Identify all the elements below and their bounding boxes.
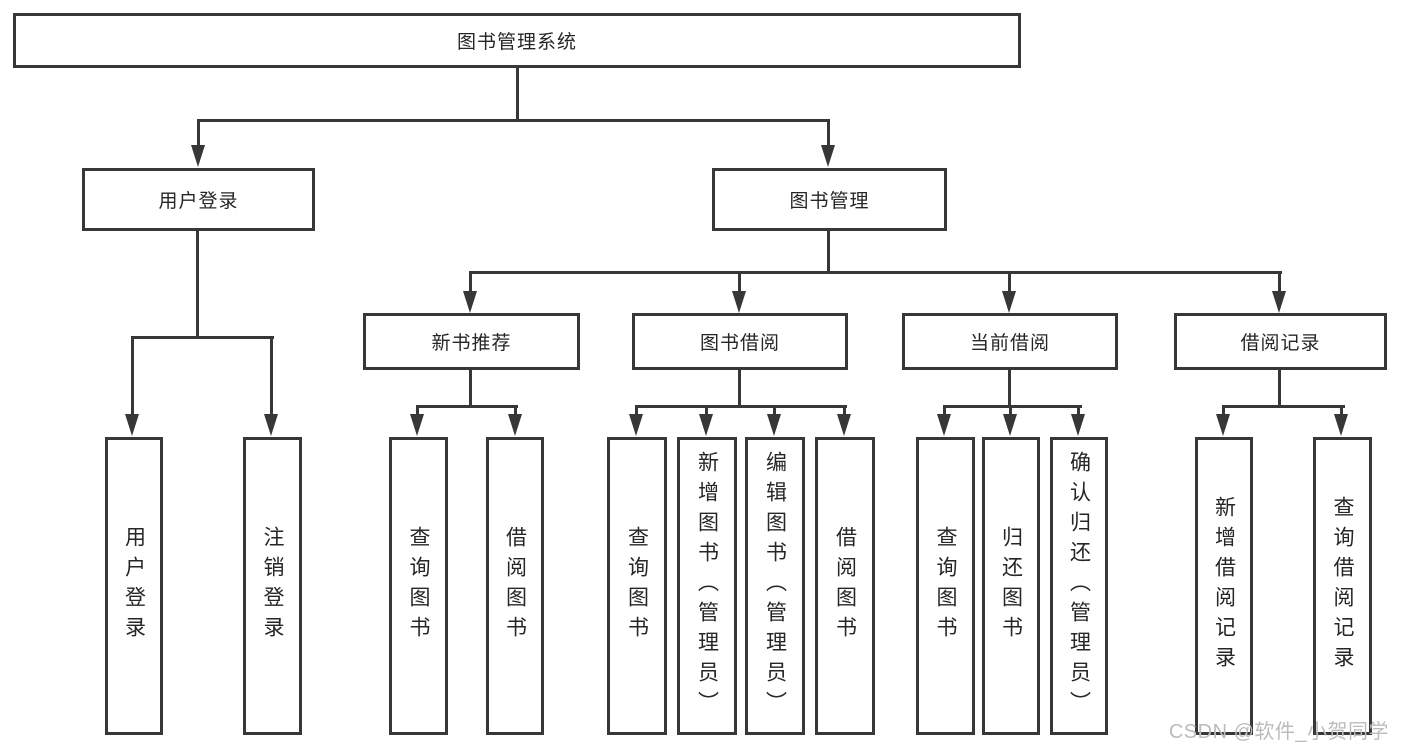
node-book-management: 图书管理: [712, 168, 947, 231]
leaf-label: 注销登录: [261, 526, 284, 646]
leaf-query-books-3: 查询图书: [916, 437, 975, 735]
arrowhead-down-icon: [508, 414, 522, 436]
arrowhead-down-icon: [125, 414, 139, 436]
node-borrow-records: 借阅记录: [1174, 313, 1387, 370]
leaf-label: 新增图书（管理员）: [695, 451, 719, 721]
connector-line: [1340, 405, 1343, 420]
connector-line: [270, 336, 273, 420]
connector-line: [1009, 405, 1012, 420]
connector-line: [1222, 405, 1225, 420]
connector-line: [827, 231, 830, 274]
connector-line: [943, 405, 1082, 408]
leaf-label: 查询图书: [934, 526, 957, 646]
leaf-borrow-books-2: 借阅图书: [815, 437, 875, 735]
leaf-label: 借阅图书: [833, 526, 857, 646]
connector-line: [1008, 370, 1011, 408]
connector-line: [131, 336, 274, 339]
leaf-label: 归还图书: [999, 526, 1023, 646]
connector-line: [417, 405, 518, 408]
node-current-borrow: 当前借阅: [902, 313, 1118, 370]
connector-line: [773, 405, 776, 420]
node-new-book-recommend: 新书推荐: [363, 313, 580, 370]
arrowhead-down-icon: [937, 414, 951, 436]
connector-line: [843, 405, 846, 420]
connector-line: [197, 119, 830, 122]
connector-line: [516, 68, 519, 122]
node-library-management-system: 图书管理系统: [13, 13, 1021, 68]
arrowhead-down-icon: [1071, 414, 1085, 436]
arrowhead-down-icon: [767, 414, 781, 436]
connector-line: [635, 405, 847, 408]
leaf-query-books-2: 查询图书: [607, 437, 667, 735]
leaf-label: 确认归还（管理员）: [1067, 451, 1091, 721]
connector-line: [635, 405, 638, 420]
leaf-add-books-admin: 新增图书（管理员）: [677, 437, 737, 735]
arrowhead-down-icon: [1003, 414, 1017, 436]
leaf-label: 编辑图书（管理员）: [763, 451, 787, 721]
leaf-query-borrow-record: 查询借阅记录: [1313, 437, 1372, 735]
connector-line: [469, 271, 1282, 274]
connector-line: [197, 119, 200, 150]
connector-line: [196, 231, 199, 336]
leaf-label: 用户登录: [122, 526, 146, 646]
arrowhead-down-icon: [191, 145, 205, 167]
leaf-confirm-return-admin: 确认归还（管理员）: [1050, 437, 1108, 735]
connector-line: [131, 336, 134, 420]
connector-line: [1077, 405, 1080, 420]
leaf-borrow-books-1: 借阅图书: [486, 437, 544, 735]
connector-line: [416, 405, 419, 420]
arrowhead-down-icon: [629, 414, 643, 436]
leaf-add-borrow-record: 新增借阅记录: [1195, 437, 1253, 735]
connector-line: [705, 405, 708, 420]
leaf-label: 借阅图书: [503, 526, 527, 646]
connector-line: [943, 405, 946, 420]
leaf-logout: 注销登录: [243, 437, 302, 735]
arrowhead-down-icon: [821, 145, 835, 167]
leaf-label: 查询图书: [407, 526, 430, 646]
watermark: CSDN @软件_小贺同学: [1168, 721, 1389, 743]
leaf-user-login: 用户登录: [105, 437, 163, 735]
arrowhead-down-icon: [264, 414, 278, 436]
connector-line: [1278, 370, 1281, 408]
arrowhead-down-icon: [699, 414, 713, 436]
connector-line: [738, 370, 741, 408]
node-user-login: 用户登录: [82, 168, 315, 231]
connector-line: [469, 370, 472, 408]
arrowhead-down-icon: [732, 291, 746, 313]
arrowhead-down-icon: [463, 291, 477, 313]
arrowhead-down-icon: [1334, 414, 1348, 436]
arrowhead-down-icon: [1216, 414, 1230, 436]
leaf-edit-books-admin: 编辑图书（管理员）: [745, 437, 805, 735]
connector-line: [1222, 405, 1345, 408]
arrowhead-down-icon: [410, 414, 424, 436]
connector-line: [1278, 271, 1281, 296]
connector-line: [738, 271, 741, 296]
connector-line: [469, 271, 472, 296]
node-book-borrow: 图书借阅: [632, 313, 848, 370]
connector-line: [1008, 271, 1011, 296]
leaf-label: 新增借阅记录: [1212, 496, 1236, 676]
leaf-label: 查询图书: [625, 526, 649, 646]
leaf-query-books-1: 查询图书: [389, 437, 448, 735]
leaf-return-books: 归还图书: [982, 437, 1040, 735]
arrowhead-down-icon: [1002, 291, 1016, 313]
leaf-label: 查询借阅记录: [1331, 496, 1354, 676]
connector-line: [514, 405, 517, 420]
arrowhead-down-icon: [837, 414, 851, 436]
connector-line: [827, 119, 830, 150]
arrowhead-down-icon: [1272, 291, 1286, 313]
